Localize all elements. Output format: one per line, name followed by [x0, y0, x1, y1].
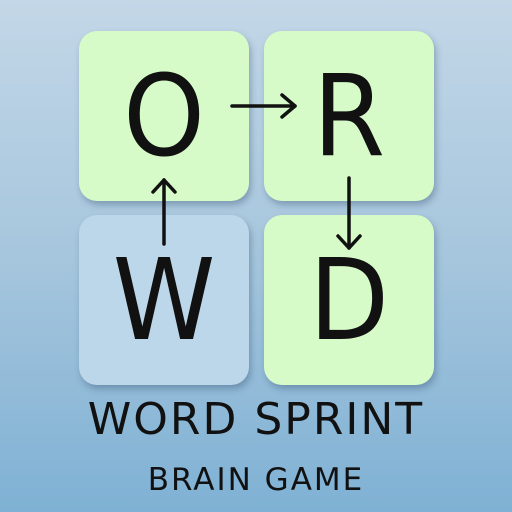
tile-letter-r: R	[312, 50, 386, 182]
tile-letter-w: W	[112, 234, 216, 366]
tile-o[interactable]: O	[79, 31, 249, 201]
tile-d[interactable]: D	[264, 215, 434, 385]
tile-letter-o: O	[123, 50, 205, 182]
tile-letter-d: D	[308, 234, 390, 366]
tile-r[interactable]: R	[264, 31, 434, 201]
game-subtitle: BRAIN GAME	[147, 462, 365, 498]
tile-w[interactable]: W	[79, 215, 249, 385]
game-title: WORD SPRINT	[87, 394, 425, 445]
